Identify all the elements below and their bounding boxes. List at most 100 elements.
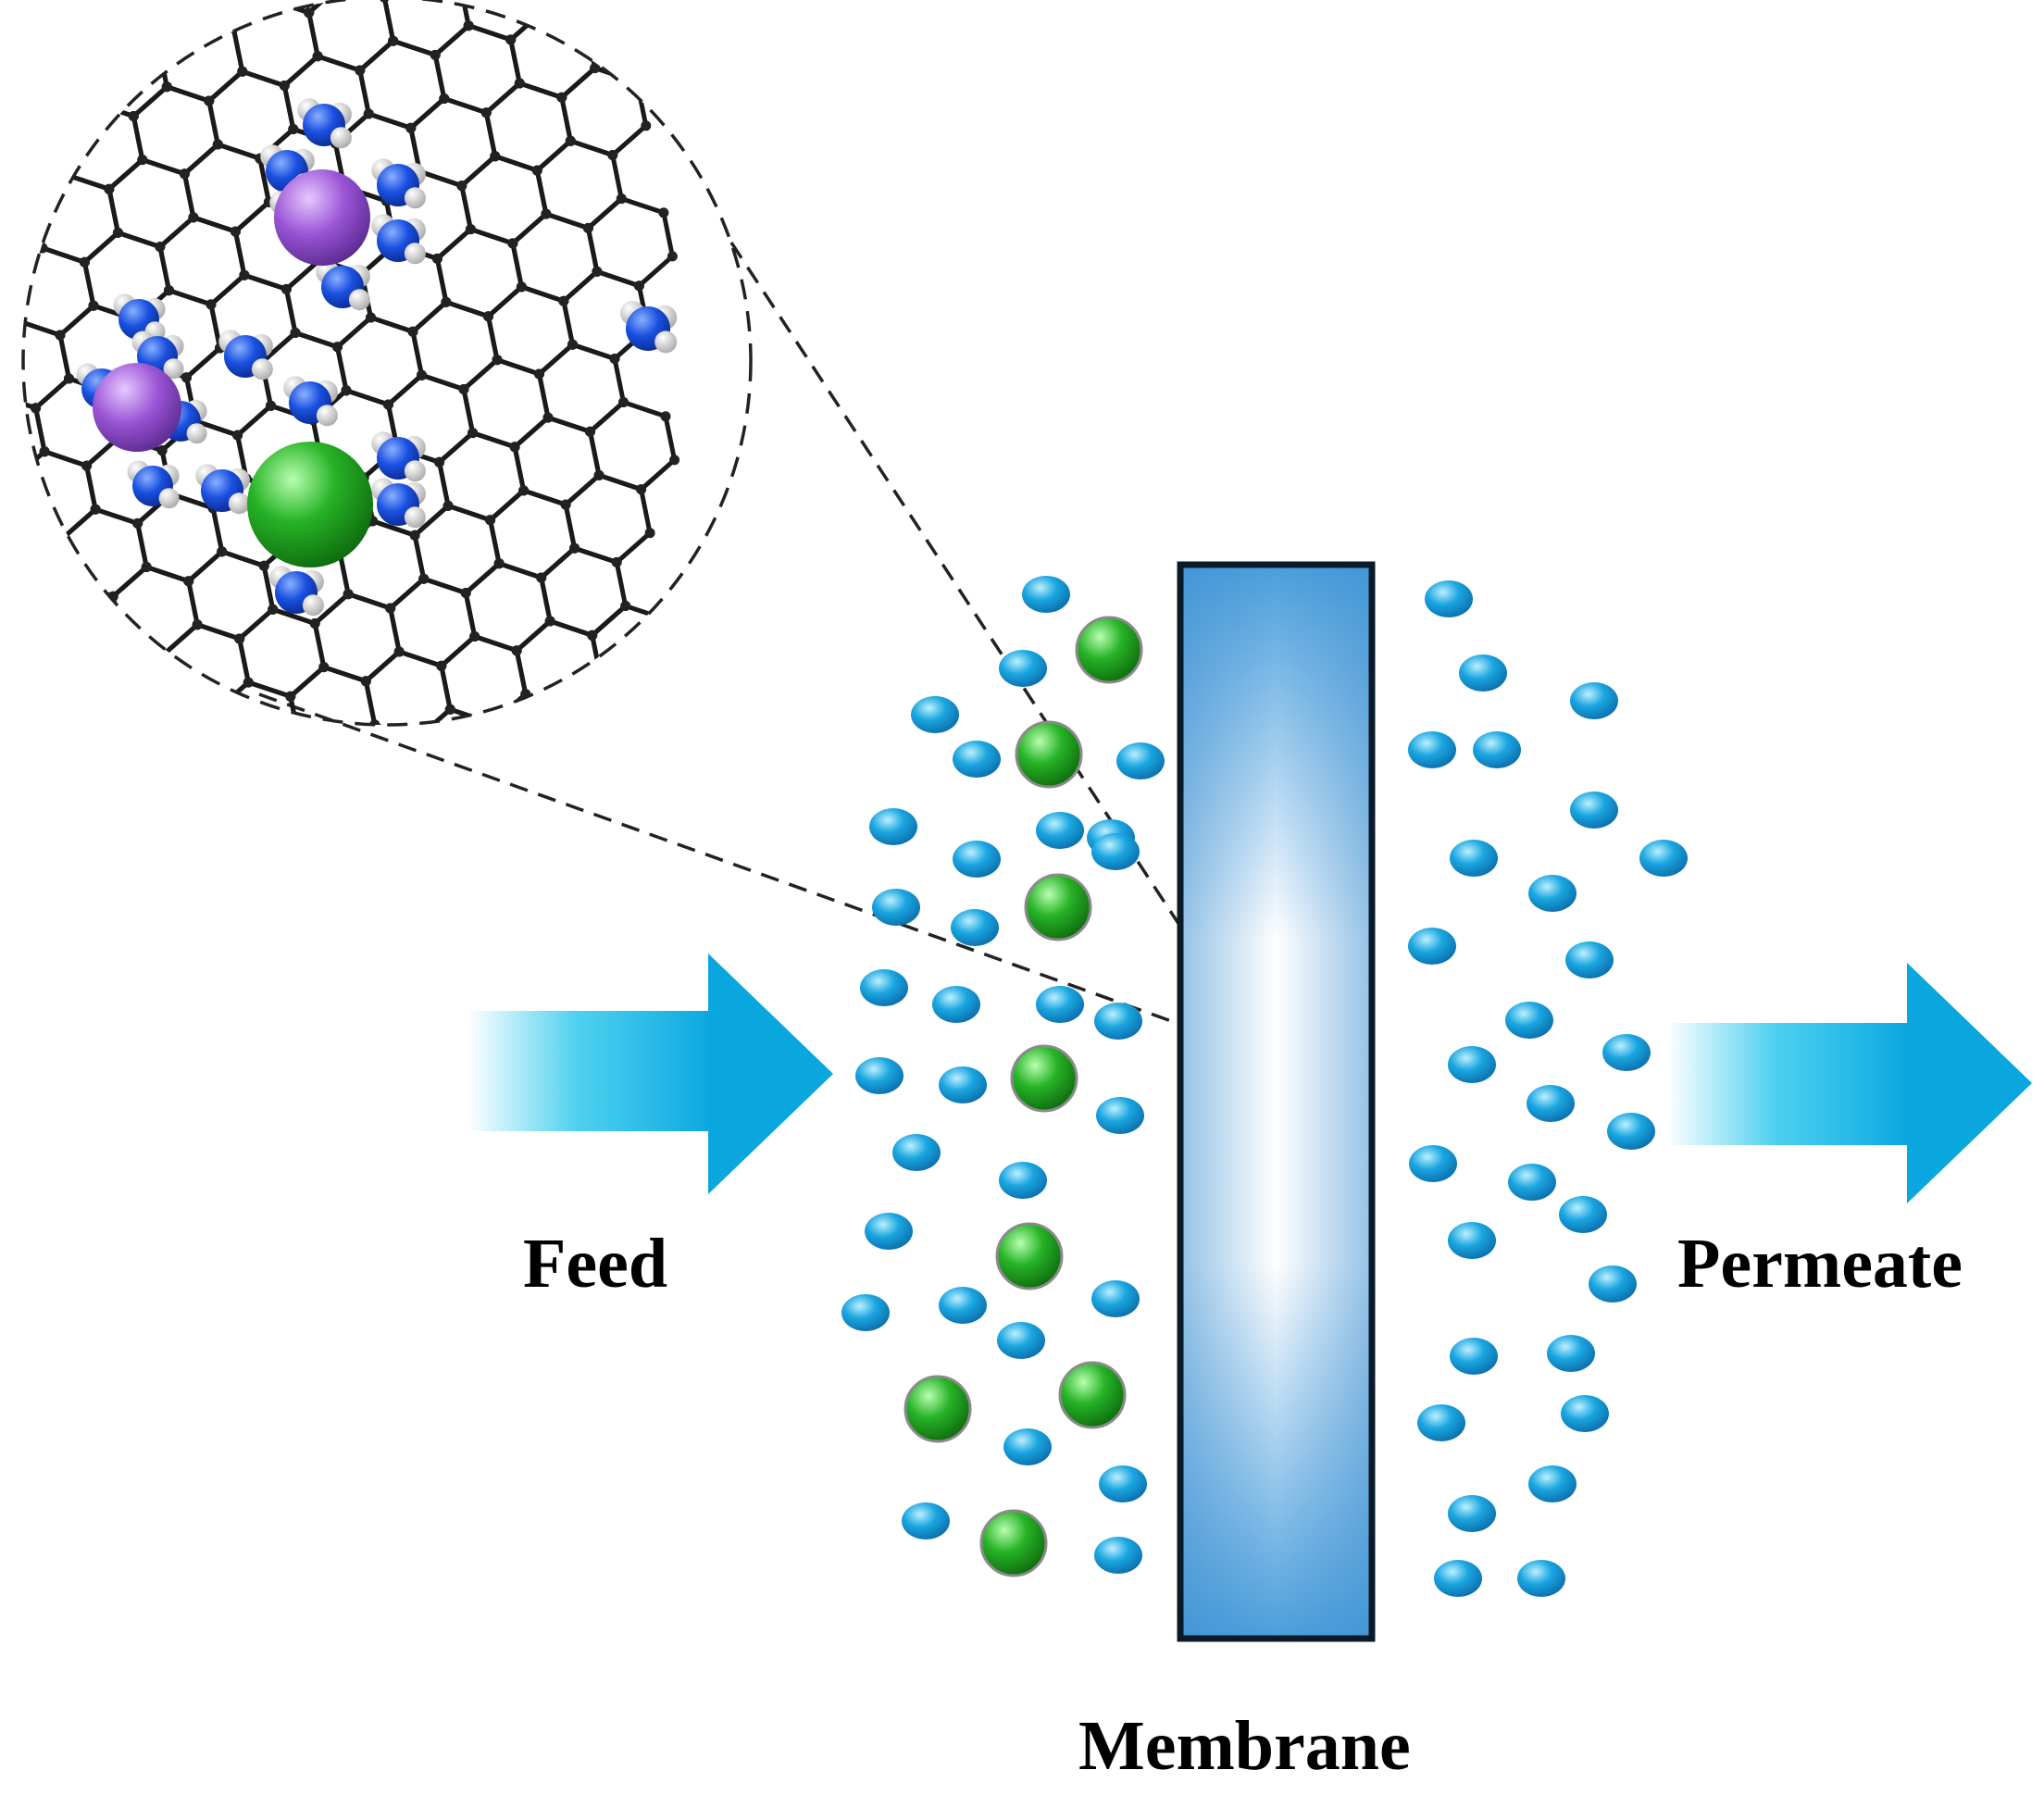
carbon-atom: [28, 199, 39, 210]
carbon-atom: [360, 676, 371, 687]
carbon-atom: [294, 735, 305, 745]
carbon-atom: [117, 634, 128, 645]
carbon-atom: [128, 111, 139, 121]
carbon-atom: [417, 369, 427, 380]
water-molecule: [1505, 1002, 1553, 1039]
carbon-atom: [590, 63, 601, 73]
carbon-atom: [580, 19, 592, 30]
salt-ion: [1058, 1361, 1127, 1429]
water-molecule: [1091, 833, 1140, 870]
carbon-atom: [88, 300, 99, 311]
carbon-atom: [13, 316, 23, 326]
carbon-atom: [436, 660, 447, 671]
water-molecule: [911, 696, 959, 733]
water-molecule: [1607, 1113, 1655, 1150]
carbon-atom: [32, 606, 44, 617]
water-molecule: [951, 909, 999, 946]
carbon-atom: [420, 778, 430, 788]
carbon-atom: [5, 272, 15, 282]
water-molecule: [869, 808, 917, 845]
carbon-atom: [261, 0, 272, 4]
carbon-atom: [412, 734, 422, 744]
carbon-atom: [158, 649, 169, 659]
carbon-atom: [463, 792, 473, 802]
hydrogen-atom: [186, 423, 207, 444]
chloride-ion: [247, 442, 373, 567]
carbon-atom: [117, 634, 128, 645]
carbon-atom: [161, 81, 172, 93]
carbon-atom: [669, 455, 680, 466]
carbon-atom: [638, 688, 649, 699]
carbon-atom: [562, 703, 573, 714]
carbon-atom: [544, 616, 555, 627]
carbon-atom: [493, 558, 505, 569]
carbon-atom: [56, 533, 68, 544]
carbon-atom: [542, 412, 554, 423]
water-molecule: [1448, 1222, 1496, 1259]
carbon-atom: [496, 762, 506, 772]
hydrogen-atom: [404, 506, 426, 529]
water-molecule: [1448, 1495, 1496, 1532]
water-molecule: [939, 1287, 987, 1324]
water-molecule: [1565, 941, 1614, 979]
carbon-atom: [383, 399, 393, 410]
carbon-atom: [137, 155, 148, 166]
carbon-atom: [560, 499, 571, 510]
carbon-atom: [56, 533, 68, 544]
carbon-atom: [585, 426, 595, 437]
water-molecule: [1036, 986, 1084, 1023]
permeate-arrow-icon: [1666, 963, 2032, 1203]
water-molecule: [1450, 1338, 1498, 1375]
carbon-atom: [363, 108, 374, 119]
salt-ion: [1075, 616, 1143, 684]
water-molecule: [1408, 731, 1456, 768]
carbon-atom: [141, 562, 152, 572]
water-molecule: [1116, 742, 1165, 779]
carbon-atom: [132, 517, 143, 529]
carbon-atom: [539, 5, 550, 16]
carbon-atom: [181, 372, 192, 383]
water-molecule: [999, 650, 1047, 687]
hydrogen-atom: [251, 358, 273, 380]
water-molecule: [1094, 1003, 1142, 1040]
carbon-atom: [387, 806, 397, 816]
permeate-label: Permeate: [1677, 1225, 1963, 1303]
carbon-atom: [580, 19, 592, 30]
carbon-atom: [636, 484, 647, 495]
carbon-atom: [480, 107, 492, 118]
carbon-atom: [186, 8, 197, 19]
carbon-atom: [318, 662, 330, 673]
carbon-atom: [183, 576, 194, 587]
carbon-atom: [567, 339, 578, 350]
water-molecule: [1517, 1560, 1565, 1597]
carbon-atom: [434, 456, 445, 467]
carbon-atom: [444, 704, 455, 715]
water-molecule: [1434, 1560, 1482, 1597]
carbon-atom: [509, 442, 520, 453]
hydrogen-atom: [302, 594, 324, 617]
salt-ion: [1024, 873, 1092, 941]
hydrogen-atom: [404, 187, 426, 209]
carbon-atom: [507, 238, 518, 249]
carbon-atom: [41, 650, 52, 661]
carbon-atom: [633, 280, 644, 292]
carbon-atom: [83, 664, 94, 675]
carbon-atom: [562, 703, 573, 714]
graphene-hexagon: [23, 522, 74, 615]
carbon-atom: [55, 330, 66, 341]
carbon-atom: [593, 469, 604, 480]
graphene-hexagon: [180, 0, 269, 31]
carbon-atom: [83, 664, 94, 675]
water-molecule: [1096, 1097, 1144, 1134]
carbon-atom: [206, 299, 217, 310]
carbon-atom: [483, 311, 493, 322]
carbon-atom: [209, 706, 220, 717]
graphene-hexagon: [490, 692, 580, 725]
carbon-atom: [469, 631, 480, 642]
feed-arrow-icon: [467, 954, 833, 1194]
carbon-atom: [285, 691, 296, 702]
carbon-atom: [487, 718, 498, 725]
water-molecule: [902, 1502, 950, 1539]
carbon-atom: [288, 124, 299, 134]
carbon-atom: [280, 283, 292, 294]
